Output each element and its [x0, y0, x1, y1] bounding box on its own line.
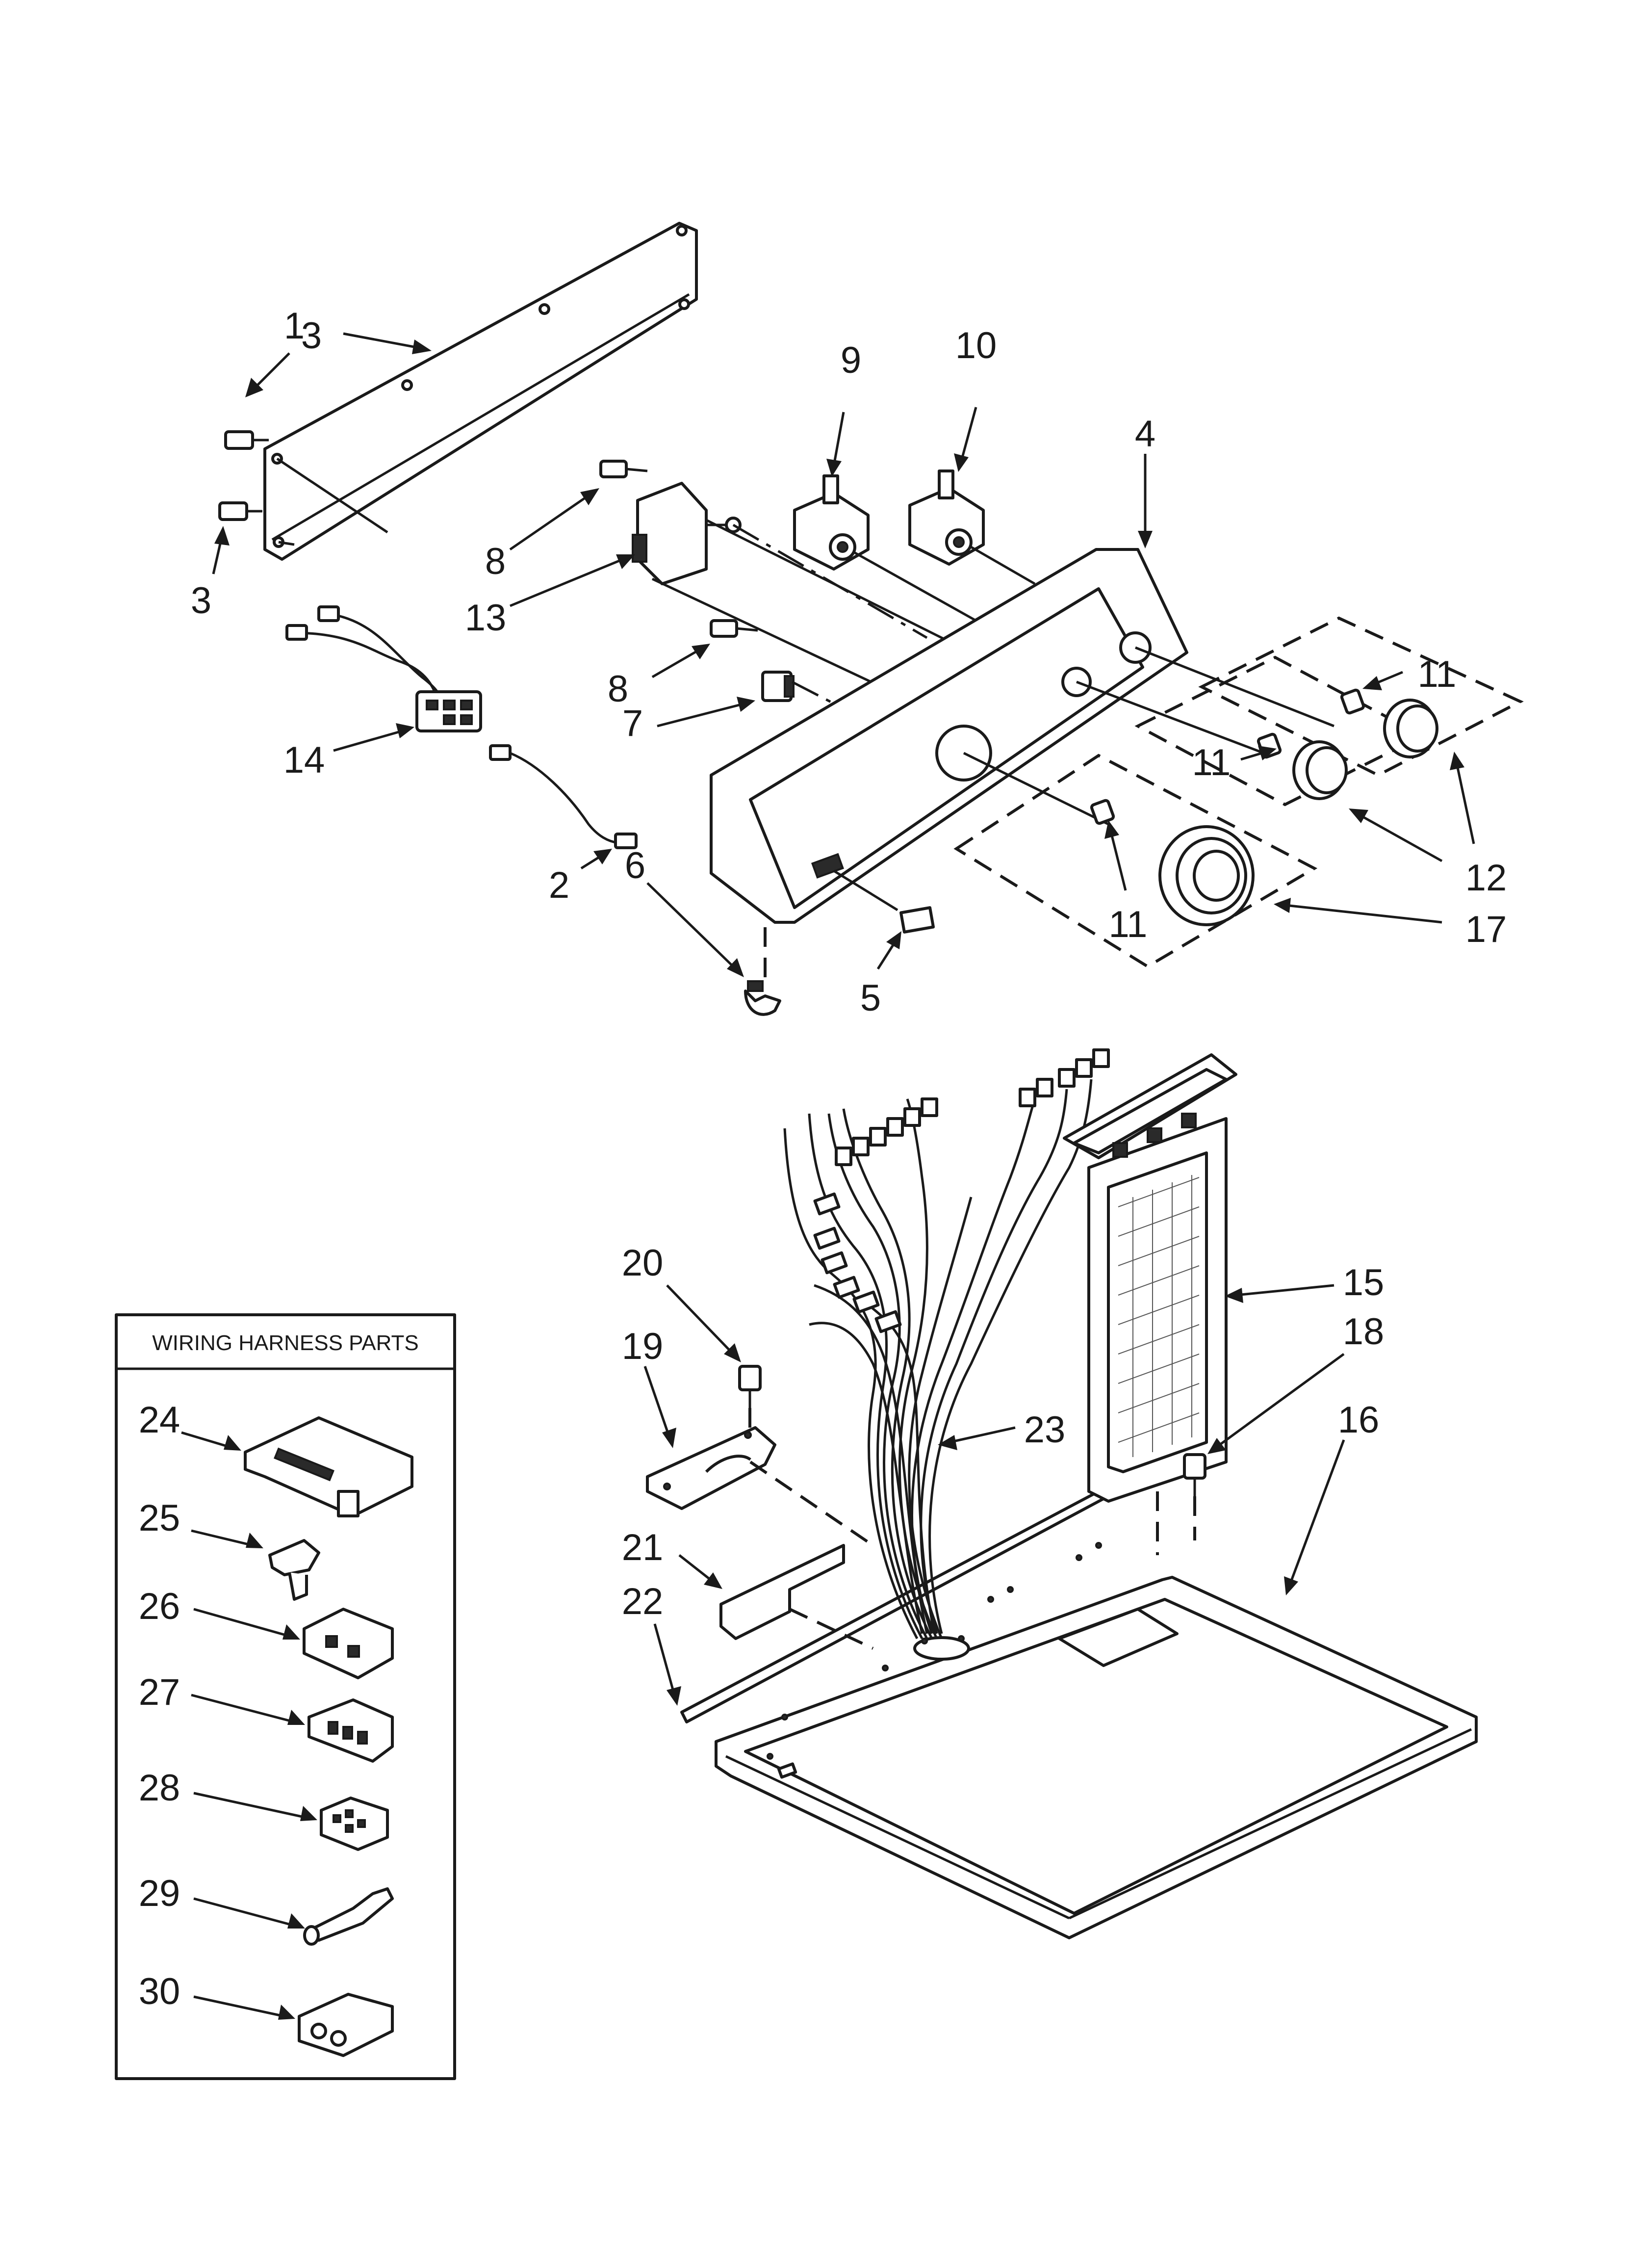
callout-1: 1 — [284, 305, 305, 347]
part-8-screw-upper — [599, 460, 648, 478]
callout-7: 7 — [622, 703, 643, 744]
callout-20: 20 — [622, 1242, 664, 1284]
callout-22: 22 — [622, 1581, 664, 1622]
part-17-timer-knob — [1158, 825, 1255, 926]
part-27-connector-housing — [308, 1698, 394, 1763]
part-6-wire-clip — [744, 980, 781, 1016]
callout-16: 16 — [1338, 1399, 1380, 1441]
wiring-harness-inset: WIRING HARNESS PARTS — [115, 1313, 456, 2080]
part-14-wire-harness — [285, 605, 482, 732]
callout-14: 14 — [283, 739, 325, 781]
callout-26: 26 — [139, 1586, 180, 1627]
callout-15: 15 — [1343, 1262, 1385, 1303]
part-11-clip-upper — [1340, 688, 1365, 715]
callout-30: 30 — [139, 1971, 180, 2012]
callout-4: 4 — [1135, 413, 1155, 455]
part-1-rear-panel — [263, 222, 698, 561]
leader-lines — [181, 332, 1475, 2020]
callout-17: 17 — [1465, 909, 1507, 950]
callout-29: 29 — [139, 1873, 180, 1914]
part-7-clip — [761, 671, 795, 702]
part-11-clip-lower — [1090, 799, 1115, 825]
part-12-knob-lower — [1292, 740, 1348, 800]
callout-9: 9 — [841, 339, 861, 381]
part-5-badge — [899, 906, 935, 934]
part-2-jumper-wire — [489, 744, 638, 849]
callout-2: 2 — [549, 864, 569, 906]
callout-12: 12 — [1465, 857, 1507, 899]
part-28-connector-plug — [320, 1797, 389, 1851]
callout-13: 13 — [465, 597, 507, 639]
knob-box-lower — [953, 754, 1318, 968]
part-10-rotary-switch — [908, 469, 985, 566]
callout-6: 6 — [625, 845, 645, 886]
callout-23: 23 — [1024, 1409, 1066, 1451]
callout-28: 28 — [139, 1767, 180, 1809]
part-3-screw-upper — [224, 430, 269, 450]
part-8-screw-lower — [710, 619, 758, 638]
part-24-connector-block — [244, 1416, 413, 1517]
part-9-rotary-switch — [793, 474, 870, 571]
callout-labels: 1 2 3 3 4 5 6 7 8 8 9 10 11 11 11 12 13 … — [139, 305, 1507, 2012]
callout-11-upper: 11 — [1418, 653, 1457, 695]
part-30-connector-cap — [298, 1993, 394, 2057]
part-13-switch — [632, 482, 742, 585]
part-3-screw-lower — [218, 501, 262, 521]
callout-3-lower: 3 — [191, 580, 211, 622]
knob-box-middle — [1134, 655, 1426, 807]
part-15-lint-screen — [1063, 1053, 1237, 1503]
inset-title: WIRING HARNESS PARTS — [152, 1331, 419, 1355]
callout-11-lower: 11 — [1109, 904, 1148, 945]
part-12-knob-upper — [1383, 699, 1438, 758]
callout-8-upper: 8 — [485, 541, 506, 582]
callout-5: 5 — [860, 977, 881, 1019]
callout-18: 18 — [1343, 1311, 1385, 1353]
callout-10: 10 — [955, 325, 997, 366]
callout-19: 19 — [622, 1326, 664, 1367]
part-16-top-panel — [715, 1542, 1478, 1939]
part-25-connector-latch — [268, 1539, 320, 1601]
callout-25: 25 — [139, 1497, 180, 1539]
callout-27: 27 — [139, 1671, 180, 1713]
part-26-connector-housing — [303, 1608, 394, 1679]
part-18-screw — [1183, 1453, 1206, 1496]
callout-3-upper: 3 — [301, 315, 322, 357]
callout-8-lower: 8 — [608, 668, 628, 710]
callout-21: 21 — [622, 1527, 664, 1568]
part-20-screw — [738, 1365, 762, 1408]
part-23-main-harness — [783, 1048, 1110, 1640]
part-21-bracket — [719, 1544, 845, 1640]
part-29-terminal-pin — [303, 1887, 394, 1946]
part-19-wire-plate — [646, 1426, 776, 1510]
callout-11-middle: 11 — [1192, 742, 1231, 783]
callout-24: 24 — [139, 1399, 180, 1441]
